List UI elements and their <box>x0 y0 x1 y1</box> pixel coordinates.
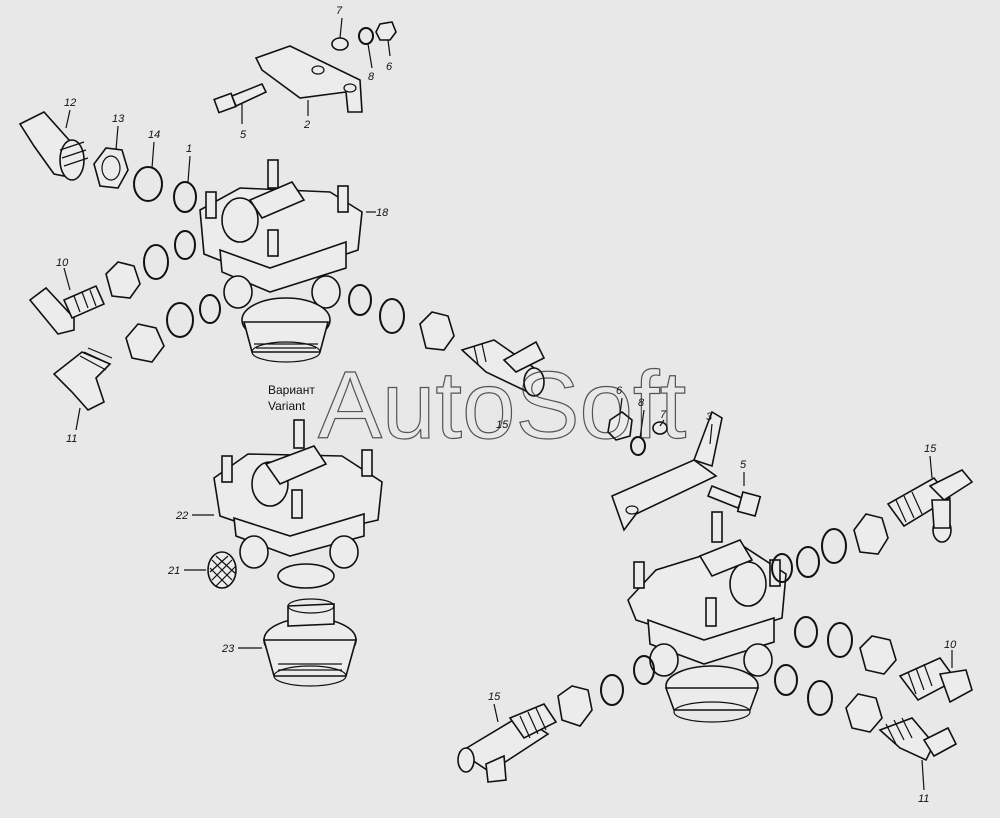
callout-13: 13 <box>112 113 125 125</box>
nut-washer-top <box>331 21 397 51</box>
callout-11-lower: 11 <box>918 793 929 805</box>
callout-10-top: 10 <box>56 257 69 269</box>
tee-fitting-15-right <box>886 469 974 543</box>
ring-lr-b <box>796 546 820 578</box>
callout-11-top: 11 <box>66 433 77 445</box>
ring-ll-a <box>633 655 655 685</box>
callout-5-top: 5 <box>240 129 247 141</box>
callout-14: 14 <box>148 129 160 141</box>
washer-left-a <box>143 244 169 280</box>
nut-13 <box>93 147 129 189</box>
variant-label-ru: Вариант <box>268 383 315 397</box>
bracket-2 <box>254 45 363 113</box>
nut-left-b <box>125 323 165 363</box>
nut-right-a <box>419 311 455 351</box>
nut-lr-a <box>853 513 889 555</box>
relay-valve-22 <box>213 419 383 589</box>
elbow-fitting-10-lower <box>898 657 973 704</box>
bolt-5-top <box>213 82 268 114</box>
nut-left-a <box>105 261 141 299</box>
callout-8-top: 8 <box>368 71 375 83</box>
watermark: AutoSoft <box>318 352 686 459</box>
washer-right-a <box>379 298 405 334</box>
callout-labels: 7 8 6 5 2 12 13 14 1 18 10 11 22 21 23 1… <box>56 5 957 805</box>
bracket-lower <box>610 410 723 532</box>
callout-18: 18 <box>376 207 389 219</box>
washer-lr-a <box>821 528 847 564</box>
ring-lr-d <box>774 664 798 696</box>
washer-14 <box>133 166 163 202</box>
ring-lr-c <box>794 616 818 648</box>
relay-valve-18 <box>199 159 363 363</box>
callout-2: 2 <box>303 119 310 131</box>
callout-21: 21 <box>167 565 180 577</box>
callout-10-lower: 10 <box>944 639 957 651</box>
callout-23: 23 <box>221 643 235 655</box>
leader-lines <box>63 17 953 791</box>
ring-lr-a <box>771 553 793 583</box>
filter-21 <box>207 551 237 589</box>
callout-3: 3 <box>706 411 713 423</box>
elbow-fitting-12 <box>18 111 89 181</box>
callout-15-right: 15 <box>924 443 937 455</box>
callout-12: 12 <box>64 97 76 109</box>
nut-ll-a <box>557 685 593 727</box>
callout-6-top: 6 <box>386 61 393 73</box>
callout-7-lower: 7 <box>660 409 667 421</box>
nut-lr-b <box>859 635 897 675</box>
callout-22: 22 <box>175 510 188 522</box>
callout-8-lower: 8 <box>638 397 645 409</box>
callout-15-mid: 15 <box>496 419 509 431</box>
callout-5-lower: 5 <box>740 459 747 471</box>
washer-lr-c <box>807 680 833 716</box>
ring-left-b <box>199 294 221 324</box>
callout-15-lower: 15 <box>488 691 501 703</box>
elbow-fitting-11-lower <box>878 717 958 762</box>
relay-valve-lower <box>627 511 787 723</box>
ring-1 <box>173 181 197 213</box>
ring-left-a <box>174 230 196 260</box>
ring-right-a <box>348 284 372 316</box>
callout-1: 1 <box>186 143 192 155</box>
bolt-5-lower <box>706 484 762 517</box>
variant-label-en: Variant <box>268 399 306 413</box>
nut-lr-c <box>845 693 883 733</box>
elbow-fitting-11-top <box>52 347 113 411</box>
elbow-fitting-10-top <box>28 284 106 335</box>
tee-fitting-15-mid <box>460 339 546 397</box>
tee-fitting-15-lower <box>457 703 558 783</box>
cover-23 <box>262 598 358 687</box>
callout-7-top: 7 <box>336 5 343 17</box>
ring-ll-b <box>600 674 624 706</box>
washer-lr-b <box>827 622 853 658</box>
callout-6-lower: 6 <box>616 385 623 397</box>
nut-washer-lower <box>607 411 668 456</box>
washer-left-b <box>166 302 194 338</box>
